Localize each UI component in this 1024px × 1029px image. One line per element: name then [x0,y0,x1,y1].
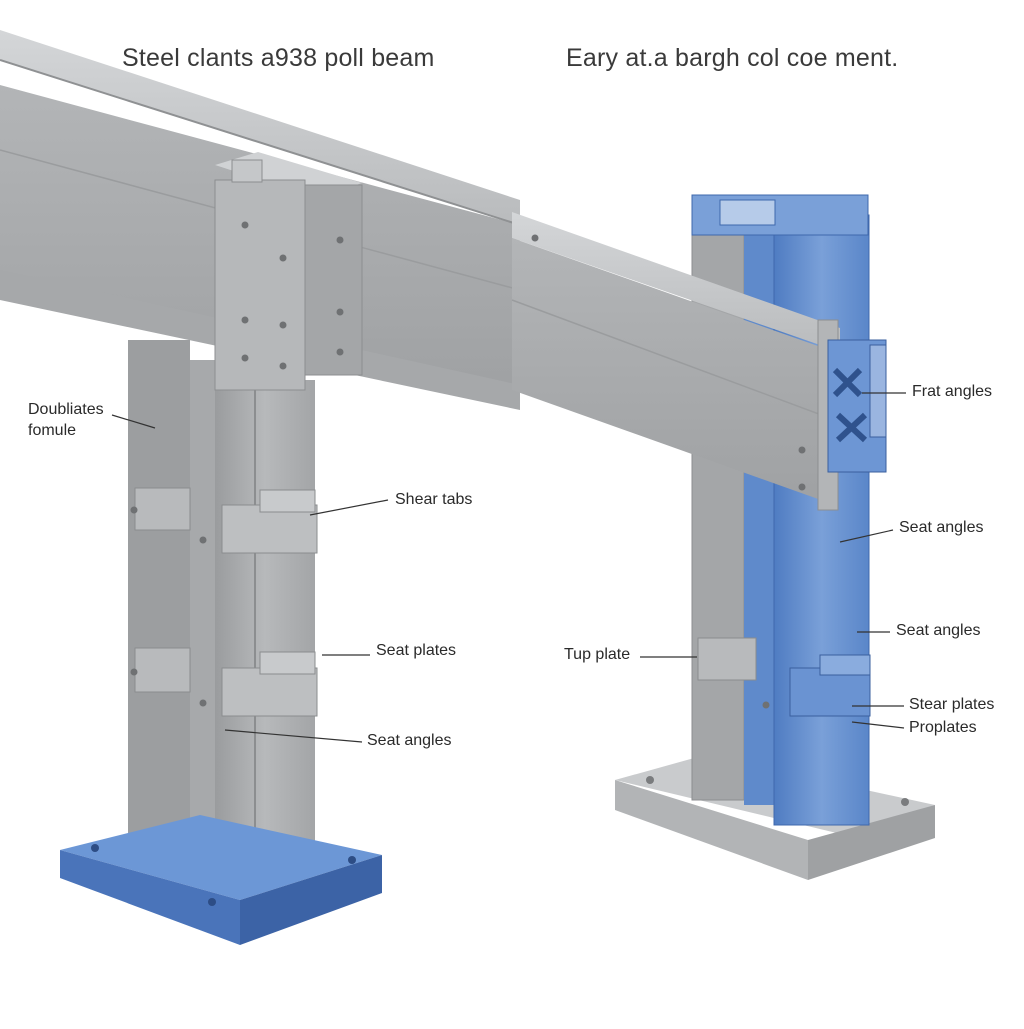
right-beam-web [512,238,835,505]
left-cap-side [304,184,363,376]
left-base-plate-top [60,815,382,900]
right-stear-plates [789,654,871,717]
left-seat-plates [134,647,318,717]
label-proplates: Proplates [909,719,977,736]
label-stear-plates: Stear plates [909,696,995,713]
right-column-blue-web [744,205,774,805]
label-seat-angles-right-1: Seat angles [899,519,984,536]
label-fomule: fomule [28,422,77,439]
label-seat-angles-right-2: Seat angles [896,622,981,639]
left-base-plate-front [60,850,240,945]
right-column-blue-flange [773,214,870,826]
label-frat-angles: Frat angles [912,383,993,400]
left-diagram-title: Steel clants a938 poll beam [122,44,435,72]
label-seat-angles-left: Seat angles [367,732,452,749]
leader-shear-tabs [309,499,389,516]
label-tup-plate: Tup plate [564,646,631,663]
right-frat-angles [827,339,887,473]
leader-seat-angles-left [224,729,363,743]
leader-lines [111,392,906,743]
left-column-flange-back [128,340,190,860]
left-beam-top-flange [0,30,520,225]
right-base-side [808,805,935,880]
label-seat-plates: Seat plates [376,642,457,659]
left-base-plate-side [240,855,382,945]
leader-doubliates [111,414,156,429]
left-cap-front [214,179,306,391]
left-column-flange-front [215,380,315,875]
right-tup-plate [697,637,757,681]
left-shear-tabs [134,487,318,554]
right-beam-top-flange [512,212,840,352]
label-shear-tabs: Shear tabs [395,491,473,508]
label-doubliates: Doubliates [28,401,104,418]
leader-proplates [851,721,905,729]
right-base-front [615,780,808,880]
leader-seat-angles-right-1 [839,529,894,543]
right-diagram-title: Eary at.a bargh col coe ment. [566,44,899,72]
